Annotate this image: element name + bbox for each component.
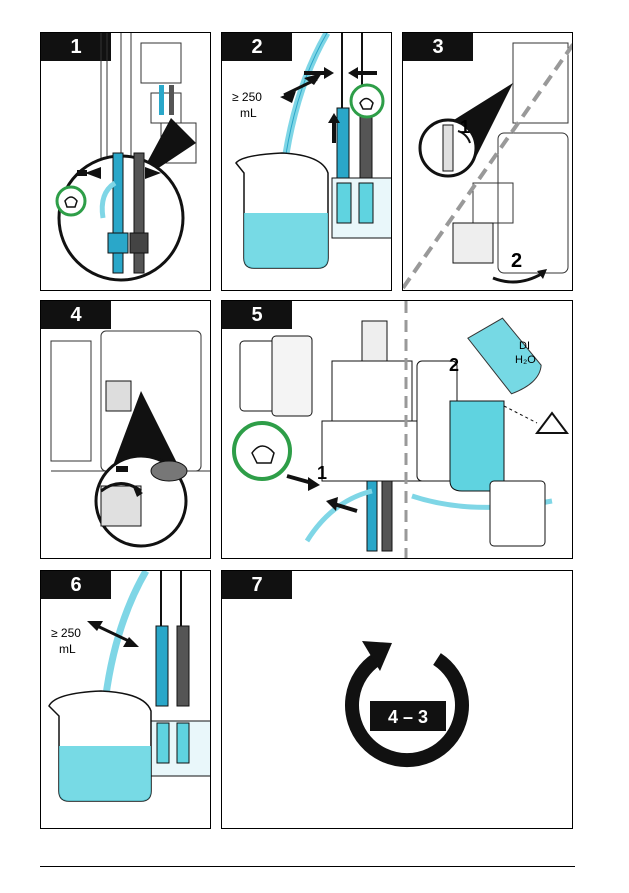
step-2-unit-label: mL bbox=[240, 106, 257, 120]
step-3-callout-1: 1 bbox=[460, 117, 470, 137]
step-3-callout-2: 2 bbox=[511, 250, 522, 272]
step-4-panel: 4 bbox=[40, 300, 211, 559]
repeat-icon bbox=[352, 641, 462, 760]
step-1-illustration bbox=[41, 33, 211, 291]
step-7-illustration: 4 – 3 bbox=[222, 571, 573, 829]
step-5-callout-1: 1 bbox=[317, 463, 327, 483]
step-4-illustration bbox=[41, 301, 211, 559]
step-6-volume-label: ≥ 250 bbox=[51, 626, 81, 640]
step-2-volume-label: ≥ 250 bbox=[232, 90, 262, 104]
step-7-panel: 7 4 – 3 bbox=[221, 570, 573, 829]
step-5-di-label: DI bbox=[519, 340, 530, 352]
step-2-panel: 2 ≥ 250 mL bbox=[221, 32, 392, 291]
step-3-panel: 3 1 2 bbox=[402, 32, 573, 291]
footer-rule bbox=[40, 866, 575, 867]
step-6-illustration: ≥ 250 mL bbox=[41, 571, 211, 829]
step-6-unit-label: mL bbox=[59, 642, 76, 656]
repeat-steps-label: 4 – 3 bbox=[388, 707, 428, 727]
step-5-callout-2: 2 bbox=[449, 355, 459, 375]
step-5-h2o-label: H₂O bbox=[515, 354, 536, 366]
step-5-illustration: 1 DI H₂O 2 bbox=[222, 301, 573, 559]
step-5-panel: 5 1 DI H₂O 2 bbox=[221, 300, 573, 559]
step-2-illustration: ≥ 250 mL bbox=[222, 33, 392, 291]
step-6-panel: 6 ≥ 250 mL bbox=[40, 570, 211, 829]
step-1-panel: 1 bbox=[40, 32, 211, 291]
step-3-illustration: 1 2 bbox=[403, 33, 573, 291]
